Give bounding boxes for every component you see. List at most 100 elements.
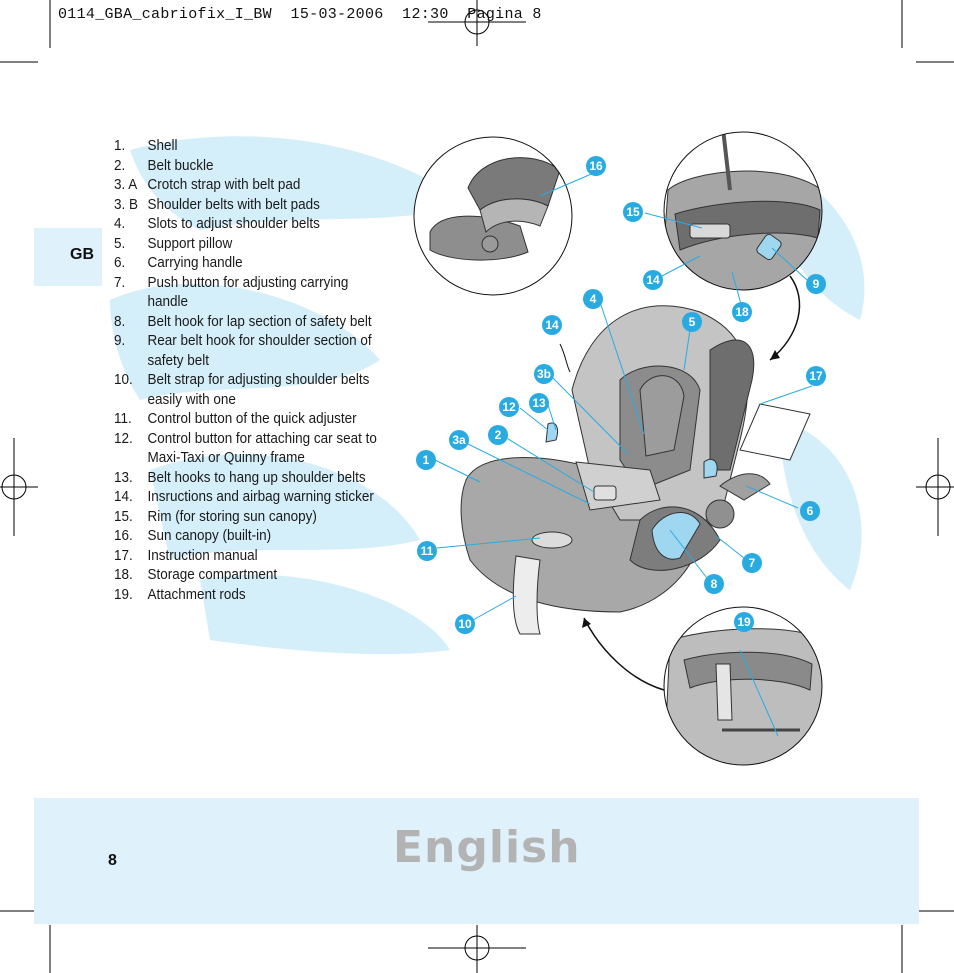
item-number: 8. [114, 313, 126, 330]
list-item: 11. Control button of the quick adjuster [114, 410, 384, 430]
item-number: 3. A [114, 177, 138, 193]
svg-text:7: 7 [749, 556, 756, 570]
item-text: Shoulder belts with belt pads [147, 196, 320, 213]
item-number: 16. [114, 528, 133, 544]
item-text: Support pillow [147, 235, 233, 252]
item-number: 18. [114, 567, 133, 583]
print-slug-header: 0114_GBA_cabriofix_I_BW 15-03-2006 12:30… [58, 6, 542, 23]
list-item: 1. Shell [114, 137, 384, 157]
item-text: Belt buckle [147, 157, 214, 174]
list-item: 7. Push button for adjusting carrying han… [114, 274, 384, 313]
item-number: 2. [114, 157, 126, 174]
list-item: 10.Belt strap for adjusting shoulder bel… [114, 371, 384, 410]
item-number: 10. [114, 372, 133, 388]
callout-5 [682, 312, 702, 332]
item-text: Insructions and airbag warning sticker [147, 489, 374, 505]
detail-attachment-rods-view [663, 606, 823, 766]
list-item: 12.Control button for attaching car seat… [114, 430, 384, 469]
footer-band [34, 798, 919, 924]
callout-8 [704, 574, 724, 594]
svg-text:14: 14 [646, 273, 660, 287]
item-number: 7. [114, 274, 126, 291]
instruction-manual-sheet [739, 403, 811, 461]
detail-rim-view [663, 131, 823, 291]
item-number: 1. [114, 138, 126, 154]
parts-list: 1. Shell 2. Belt buckle 3. A Crotch strap w… [114, 137, 384, 605]
callout-14 [542, 315, 562, 335]
callout-3b [534, 364, 554, 384]
callout-2 [488, 425, 508, 445]
svg-text:8: 8 [711, 577, 718, 591]
item-text: Belt hooks to hang up shoulder belts [147, 469, 366, 486]
item-text: Crotch strap with belt pad [147, 177, 301, 193]
item-number: 11. [114, 411, 132, 427]
item-text: Control button of the quick adjuster [147, 411, 357, 427]
list-item: 2. Belt buckle [114, 157, 384, 177]
callout-19 [734, 612, 754, 632]
svg-text:3b: 3b [537, 367, 551, 381]
arrow-to-detail-bottom [583, 617, 665, 691]
list-item: 9. Rear belt hook for shoulder section of… [114, 332, 384, 371]
callout-9 [806, 274, 826, 294]
list-item: 3. B Shoulder belts with belt pads [114, 196, 384, 216]
callout-1 [416, 450, 436, 470]
list-item: 6.Carrying handle [114, 254, 384, 274]
item-number: 9. [114, 333, 126, 349]
arrow-to-detail-top [769, 275, 801, 361]
callout-14 [643, 270, 663, 290]
list-item: 5. Support pillow [114, 235, 384, 255]
item-number: 17. [114, 547, 133, 564]
svg-text:2: 2 [495, 428, 502, 442]
leader-lines [434, 171, 808, 621]
language-tab-label: GB [70, 246, 94, 263]
list-item: 19.Attachment rods [114, 586, 384, 606]
item-text: Instruction manual [147, 547, 258, 564]
list-item: 17. Instruction manual [114, 547, 384, 567]
svg-text:1: 1 [423, 453, 430, 467]
item-text: Sun canopy (built-in) [147, 528, 272, 544]
svg-text:18: 18 [735, 305, 749, 319]
item-number: 12. [114, 430, 133, 447]
list-item: 3. A Crotch strap with belt pad [114, 176, 384, 196]
svg-text:10: 10 [458, 617, 472, 631]
item-text: Storage compartment [147, 567, 278, 583]
callout-7 [742, 553, 762, 573]
item-number: 13. [114, 469, 133, 486]
item-text: Rear belt hook for shoulder section of s… [147, 333, 372, 369]
item-text: Attachment rods [147, 586, 246, 603]
svg-text:17: 17 [809, 369, 823, 383]
page-number: 8 [108, 852, 117, 869]
item-number: 5. [114, 235, 126, 252]
list-item: 13. Belt hooks to hang up shoulder belts [114, 469, 384, 489]
item-number: 4. [114, 216, 126, 232]
callout-15 [623, 202, 643, 222]
callout-3a [449, 430, 469, 450]
svg-text:12: 12 [502, 400, 516, 414]
callout-13 [529, 393, 549, 413]
item-number: 3. B [114, 196, 138, 213]
item-text: Shell [147, 138, 178, 154]
svg-text:15: 15 [626, 205, 640, 219]
list-item: 8.Belt hook for lap section of safety be… [114, 313, 384, 333]
item-text: Push button for adjusting carrying handl… [147, 274, 349, 311]
svg-text:19: 19 [737, 615, 751, 629]
callout-6 [800, 501, 820, 521]
svg-text:4: 4 [590, 292, 597, 306]
callout-12 [499, 397, 519, 417]
callout-18 [732, 302, 752, 322]
item-text: Carrying handle [147, 255, 243, 271]
svg-text:3a: 3a [452, 433, 466, 447]
callout-10 [455, 614, 475, 634]
svg-text:14: 14 [545, 318, 559, 332]
item-number: 14. [114, 489, 133, 505]
main-car-seat [460, 305, 771, 635]
list-item: 16. Sun canopy (built-in) [114, 527, 384, 547]
svg-text:5: 5 [689, 315, 696, 329]
item-text: Slots to adjust shoulder belts [147, 216, 320, 232]
list-item: 4. Slots to adjust shoulder belts [114, 215, 384, 235]
list-item: 18. Storage compartment [114, 566, 384, 586]
callout-16 [586, 156, 606, 176]
